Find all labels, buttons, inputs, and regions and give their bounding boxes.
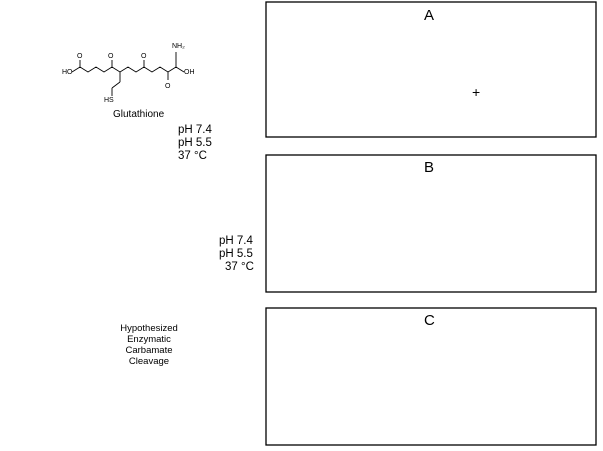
svg-text:OH: OH — [184, 69, 195, 76]
svg-text:O: O — [165, 83, 171, 90]
svg-text:HO: HO — [62, 69, 73, 76]
svg-text:NH₂: NH₂ — [172, 43, 185, 50]
panel-a-plus: + — [472, 84, 481, 100]
enzymatic-cleavage-label: Hypothesized Enzymatic Carbamate Cleavag… — [108, 323, 190, 367]
middle-conditions: pH 7.4 pH 5.5 37 °C — [219, 235, 254, 274]
glutathione-structure — [71, 52, 185, 96]
upper-condition-2: pH 5.5 — [178, 137, 212, 149]
svg-text:HS: HS — [104, 97, 114, 104]
svg-text:O: O — [108, 53, 114, 60]
enzymatic-line-4: Cleavage — [128, 356, 170, 367]
enzymatic-line-1: Hypothesized — [120, 323, 178, 334]
enzymatic-line-2: Enzymatic — [127, 334, 171, 345]
svg-text:O: O — [77, 53, 83, 60]
middle-condition-3: 37 °C — [225, 261, 254, 273]
middle-condition-2: pH 5.5 — [219, 248, 253, 260]
upper-condition-1: pH 7.4 — [178, 124, 212, 136]
glutathione-label: Glutathione — [113, 109, 165, 120]
panel-b-box — [265, 154, 597, 293]
upper-condition-3: 37 °C — [178, 150, 207, 162]
panel-c-box — [265, 307, 597, 446]
panel-a-box — [265, 1, 597, 138]
panel-c-letter: C — [424, 312, 435, 329]
svg-text:O: O — [141, 53, 147, 60]
enzymatic-line-3: Carbamate — [125, 345, 173, 356]
upper-conditions: pH 7.4 pH 5.5 37 °C — [178, 124, 212, 163]
panel-b-letter: B — [424, 159, 435, 176]
middle-condition-1: pH 7.4 — [219, 235, 253, 247]
panel-a-letter: A — [424, 7, 435, 24]
